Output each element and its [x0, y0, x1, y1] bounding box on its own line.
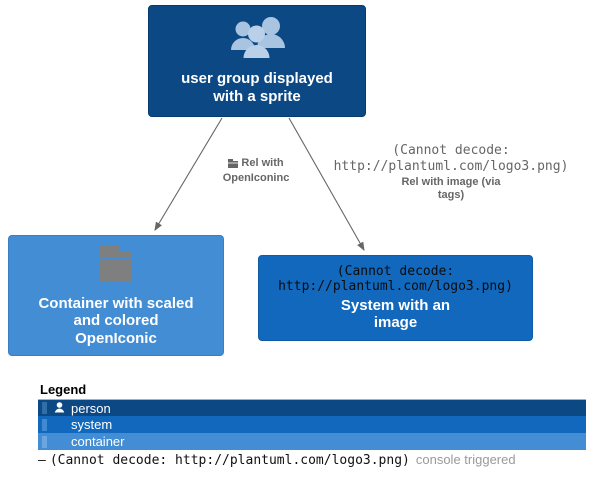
relation-label-text: Rel with OpenIconinc — [222, 157, 290, 185]
openiconic-folder-sprite — [90, 244, 142, 291]
relation-image-decode-error: (Cannot decode: http://plantuml.com/logo… — [333, 143, 569, 174]
node-system[interactable]: (Cannot decode: http://plantuml.com/logo… — [258, 255, 533, 341]
legend-note-text: (Cannot decode: http://plantuml.com/logo… — [49, 453, 410, 468]
relation-label-openiconinc: Rel with OpenIconinc — [196, 157, 316, 185]
legend-row-person[interactable]: person — [38, 399, 586, 416]
legend-title: Legend — [40, 382, 87, 397]
legend-row-label: person — [71, 400, 111, 416]
legend-swatch — [40, 402, 49, 415]
openiconic-box-icon — [228, 159, 239, 172]
relation-label-image-tags: (Cannot decode: http://plantuml.com/logo… — [317, 143, 585, 203]
user-group-sprite — [228, 17, 286, 64]
node-container[interactable]: Container with scaled and colored OpenIc… — [8, 235, 224, 356]
legend-row-label: container — [71, 434, 125, 449]
legend-swatch — [40, 435, 49, 448]
node-title: System with an image — [340, 296, 451, 331]
relation-label-text: Rel with image (via tags) — [401, 176, 501, 202]
legend-note-muted: console triggered — [415, 452, 516, 467]
legend-row-label: system — [71, 417, 113, 432]
legend-note: —(Cannot decode: http://plantuml.com/log… — [38, 452, 586, 468]
legend-swatch — [40, 418, 49, 431]
node-user-group[interactable]: user group displayed with a sprite — [148, 5, 366, 117]
legend: Legend person system — [38, 382, 586, 468]
legend-note-dash: — — [38, 453, 46, 468]
node-image-decode-error: (Cannot decode: http://plantuml.com/logo… — [278, 263, 513, 294]
person-icon — [49, 401, 69, 416]
node-title: user group displayed with a sprite — [181, 70, 333, 105]
legend-row-system[interactable]: system — [38, 416, 586, 433]
node-title: Container with scaled and colored OpenIc… — [38, 295, 194, 347]
legend-row-container[interactable]: container — [38, 433, 586, 450]
